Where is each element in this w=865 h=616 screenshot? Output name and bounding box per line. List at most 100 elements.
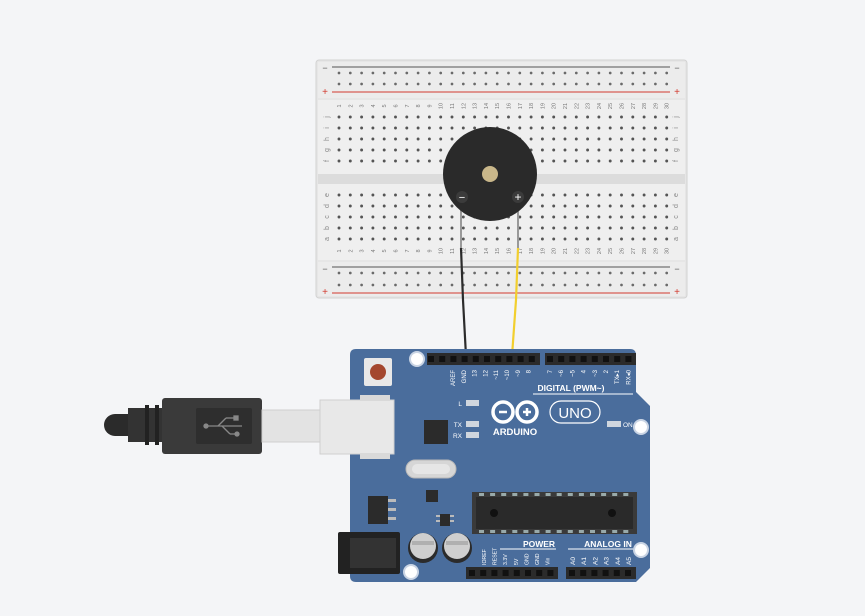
breadboard-hole[interactable]	[394, 226, 397, 230]
breadboard-hole[interactable]	[563, 271, 567, 275]
breadboard-hole[interactable]	[620, 71, 623, 75]
breadboard-hole[interactable]	[348, 215, 352, 219]
breadboard-hole[interactable]	[394, 193, 397, 197]
breadboard-hole[interactable]	[360, 82, 363, 86]
breadboard-hole[interactable]	[608, 126, 612, 130]
breadboard-hole[interactable]	[631, 115, 635, 119]
breadboard-hole[interactable]	[540, 115, 544, 119]
breadboard-hole[interactable]	[394, 283, 397, 287]
wire-yellow-pin9[interactable]	[510, 247, 520, 357]
breadboard-hole[interactable]	[371, 215, 375, 219]
breadboard-hole[interactable]	[654, 82, 657, 86]
breadboard-hole[interactable]	[653, 126, 657, 130]
breadboard-hole[interactable]	[665, 283, 669, 287]
digital-pin-socket[interactable]	[484, 356, 490, 362]
breadboard-hole[interactable]	[642, 226, 646, 230]
breadboard-hole[interactable]	[337, 226, 341, 230]
breadboard-hole[interactable]	[507, 71, 510, 75]
breadboard-hole[interactable]	[428, 82, 431, 86]
breadboard-hole[interactable]	[360, 137, 364, 141]
breadboard-hole[interactable]	[394, 204, 397, 208]
breadboard-hole[interactable]	[631, 159, 635, 163]
digital-pin-socket[interactable]	[528, 356, 535, 362]
breadboard-hole[interactable]	[394, 148, 397, 152]
breadboard-hole[interactable]	[665, 159, 669, 163]
breadboard-hole[interactable]	[360, 215, 364, 219]
breadboard-hole[interactable]	[642, 283, 646, 287]
breadboard-hole[interactable]	[439, 137, 443, 141]
breadboard-hole[interactable]	[473, 237, 477, 241]
breadboard-hole[interactable]	[552, 215, 556, 219]
power-pin-socket[interactable]	[491, 570, 498, 576]
breadboard-hole[interactable]	[382, 71, 386, 75]
breadboard-hole[interactable]	[586, 126, 590, 130]
breadboard-hole[interactable]	[586, 115, 590, 119]
breadboard-hole[interactable]	[416, 283, 420, 287]
breadboard-hole[interactable]	[484, 283, 488, 287]
breadboard-hole[interactable]	[416, 215, 420, 219]
breadboard-hole[interactable]	[642, 237, 646, 241]
breadboard-hole[interactable]	[450, 237, 454, 241]
breadboard-hole[interactable]	[405, 126, 409, 130]
breadboard-hole[interactable]	[360, 71, 363, 75]
breadboard-hole[interactable]	[540, 159, 544, 163]
power-pin-socket[interactable]	[547, 570, 554, 576]
breadboard-hole[interactable]	[450, 204, 454, 208]
breadboard-hole[interactable]	[665, 126, 669, 130]
breadboard-hole[interactable]	[439, 271, 443, 275]
breadboard-hole[interactable]	[631, 82, 635, 86]
breadboard-hole[interactable]	[597, 126, 601, 130]
breadboard-hole[interactable]	[371, 204, 375, 208]
breadboard-hole[interactable]	[439, 283, 443, 287]
breadboard-hole[interactable]	[518, 215, 522, 219]
breadboard-hole[interactable]	[642, 137, 646, 141]
breadboard-hole[interactable]	[529, 283, 533, 287]
breadboard-hole[interactable]	[348, 237, 352, 241]
breadboard-hole[interactable]	[665, 215, 669, 219]
breadboard-hole[interactable]	[518, 226, 522, 230]
analog-pin-socket[interactable]	[569, 570, 575, 576]
breadboard-hole[interactable]	[541, 71, 544, 75]
breadboard-hole[interactable]	[427, 215, 431, 219]
breadboard-hole[interactable]	[394, 126, 397, 130]
breadboard-hole[interactable]	[653, 148, 657, 152]
breadboard-hole[interactable]	[518, 283, 522, 287]
breadboard-hole[interactable]	[416, 126, 420, 130]
breadboard-hole[interactable]	[586, 71, 589, 75]
breadboard-hole[interactable]	[382, 159, 386, 163]
digital-pin-socket[interactable]	[439, 356, 446, 362]
breadboard-hole[interactable]	[394, 271, 397, 275]
breadboard-hole[interactable]	[608, 215, 612, 219]
breadboard-hole[interactable]	[574, 115, 578, 119]
breadboard-hole[interactable]	[586, 193, 590, 197]
digital-pin-socket[interactable]	[450, 356, 457, 362]
breadboard-hole[interactable]	[518, 115, 522, 119]
breadboard-hole[interactable]	[540, 237, 544, 241]
breadboard-hole[interactable]	[631, 71, 635, 75]
breadboard-hole[interactable]	[620, 193, 623, 197]
power-pin-socket[interactable]	[502, 570, 509, 576]
breadboard-hole[interactable]	[529, 204, 533, 208]
breadboard-hole[interactable]	[665, 193, 669, 197]
breadboard-hole[interactable]	[552, 137, 556, 141]
breadboard-hole[interactable]	[450, 82, 454, 86]
breadboard-hole[interactable]	[608, 204, 612, 208]
breadboard-hole[interactable]	[620, 226, 623, 230]
breadboard-hole[interactable]	[642, 148, 646, 152]
analog-pin-socket[interactable]	[613, 570, 620, 576]
breadboard-hole[interactable]	[450, 271, 454, 275]
breadboard-hole[interactable]	[348, 271, 352, 275]
breadboard-hole[interactable]	[416, 204, 420, 208]
breadboard-hole[interactable]	[450, 126, 454, 130]
digital-pin-socket[interactable]	[495, 356, 502, 362]
breadboard-hole[interactable]	[620, 215, 623, 219]
digital-pin-socket[interactable]	[428, 356, 434, 362]
breadboard-hole[interactable]	[427, 159, 431, 163]
breadboard-hole[interactable]	[620, 159, 623, 163]
breadboard-hole[interactable]	[427, 204, 431, 208]
breadboard-hole[interactable]	[665, 271, 669, 275]
breadboard-hole[interactable]	[540, 126, 544, 130]
analog-pin-socket[interactable]	[580, 570, 587, 576]
breadboard-hole[interactable]	[371, 148, 375, 152]
breadboard-hole[interactable]	[360, 271, 363, 275]
